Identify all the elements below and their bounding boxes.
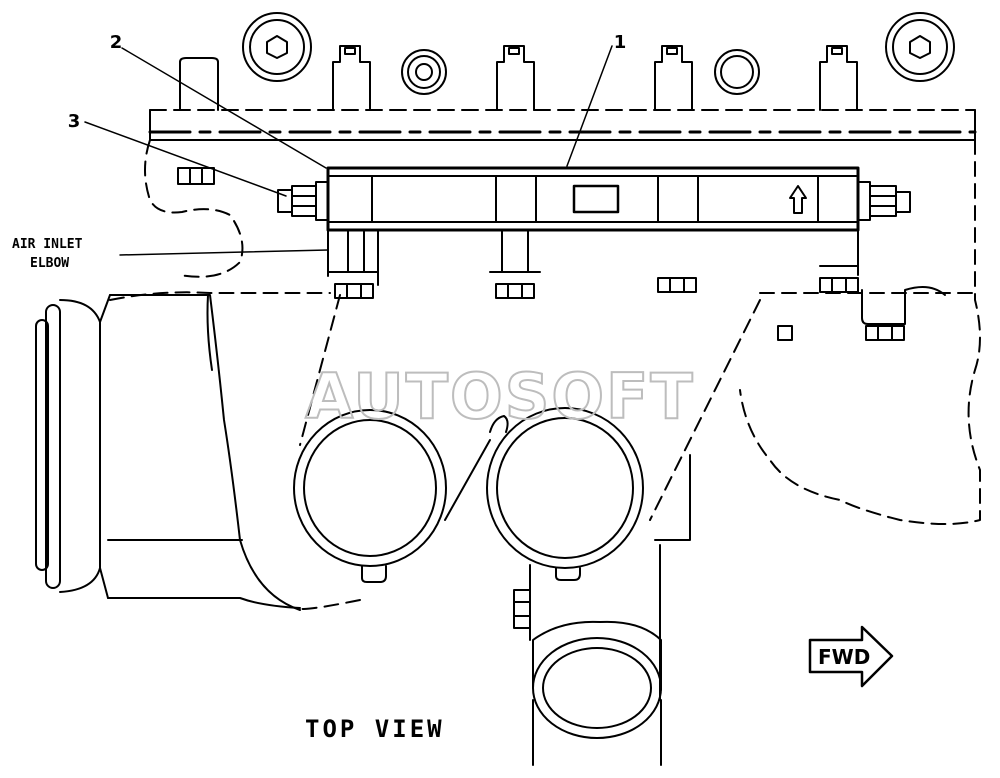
tube-support (444, 439, 691, 701)
mounting-boss (496, 45, 535, 111)
fwd-label: FWD (818, 645, 870, 669)
callout-2: 2 (110, 32, 123, 53)
watermark: AUTOSOFT (305, 360, 694, 433)
mounting-bolt (495, 283, 535, 299)
mounting-boss (332, 45, 371, 111)
mounting-boss (179, 57, 219, 111)
air-inlet-label-line2: ELBOW (30, 256, 69, 271)
air-inlet-elbow (35, 294, 301, 611)
air-inlet-label-line1: AIR INLET (12, 237, 83, 252)
manifold-rail (148, 109, 977, 141)
lower-flange (327, 229, 859, 286)
mounting-bracket (777, 285, 946, 341)
callout-3: 3 (68, 111, 81, 132)
tube-right (486, 407, 644, 581)
end-bolt-left (277, 181, 329, 221)
round-plug (714, 49, 760, 95)
outlet-pipe (513, 589, 662, 766)
hex-plug (885, 12, 955, 82)
mounting-bolt (819, 277, 859, 293)
fwd-arrow-icon (808, 625, 894, 688)
mounting-bolt (657, 277, 697, 293)
mounting-bolt (334, 283, 374, 299)
mounting-boss (819, 45, 858, 111)
engine-block-outline (109, 139, 981, 525)
mounting-boss (654, 45, 693, 111)
end-bolt-right (857, 181, 911, 221)
bolt-head (177, 167, 215, 185)
tube-left (293, 409, 447, 583)
leader-lines (84, 45, 613, 256)
view-title: TOP VIEW (305, 715, 445, 743)
aftercooler-housing (326, 166, 860, 232)
callout-1: 1 (614, 32, 627, 53)
hex-plug (242, 12, 312, 82)
duct-outline (299, 294, 761, 610)
round-plug (401, 49, 447, 95)
